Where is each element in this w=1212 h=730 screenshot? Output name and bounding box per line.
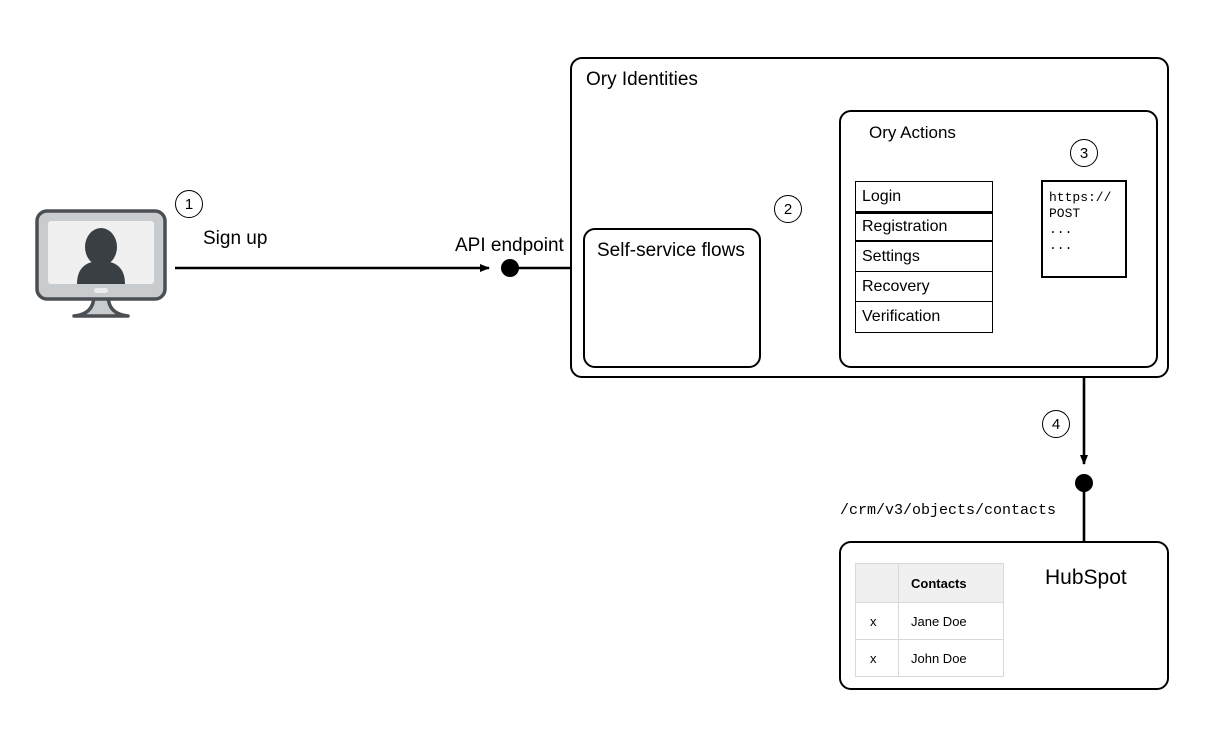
table-header-row: Contacts (855, 563, 1004, 603)
flow-item-login[interactable]: Login (856, 182, 992, 212)
ory-actions-title: Ory Actions (869, 123, 956, 142)
api-endpoint-label: API endpoint (455, 235, 564, 256)
row-marker: x (855, 639, 899, 677)
webhook-line-url: https:// (1049, 190, 1112, 205)
hubspot-endpoint-path: /crm/v3/objects/contacts (840, 502, 1057, 519)
flow-item-label: Recovery (862, 277, 930, 295)
webhook-line-body-2: ... (1049, 238, 1073, 253)
step-marker-2: 2 (774, 195, 802, 223)
column-header-select (855, 563, 899, 603)
contacts-table: Contacts x Jane Doe x John Doe (855, 563, 1004, 677)
api-endpoint-dot (501, 259, 519, 277)
contact-name: John Doe (898, 639, 1004, 677)
webhook-line-method: POST (1049, 206, 1081, 221)
row-marker: x (855, 602, 899, 640)
ory-identities-title: Ory Identities (586, 69, 698, 90)
flow-item-label: Login (862, 187, 902, 205)
flow-item-label: Verification (862, 308, 941, 325)
table-row[interactable]: x Jane Doe (855, 602, 1004, 640)
flow-item-settings[interactable]: Settings (856, 242, 992, 272)
flow-item-label: Registration (862, 218, 948, 235)
step-marker-4: 4 (1042, 410, 1070, 438)
flow-item-registration[interactable]: Registration (856, 212, 992, 242)
signup-label: Sign up (203, 228, 268, 249)
user-monitor-icon (34, 208, 168, 324)
step-marker-1: 1 (175, 190, 203, 218)
flow-item-label: Settings (862, 247, 920, 265)
webhook-request-box: https:// POST ... ... (1041, 180, 1127, 278)
webhook-line-body-1: ... (1049, 222, 1073, 237)
self-service-flows-title: Self-service flows (597, 240, 745, 261)
self-service-flows-box (583, 228, 761, 368)
table-row[interactable]: x John Doe (855, 639, 1004, 677)
column-header-contacts: Contacts (898, 563, 1004, 603)
flow-item-recovery[interactable]: Recovery (856, 272, 992, 302)
hubspot-title: HubSpot (1045, 566, 1127, 589)
flow-item-verification[interactable]: Verification (856, 302, 992, 332)
ory-actions-flow-list: Login Registration Settings Recovery Ver… (855, 181, 993, 333)
step-marker-3: 3 (1070, 139, 1098, 167)
contact-name: Jane Doe (898, 602, 1004, 640)
hubspot-endpoint-dot (1075, 474, 1093, 492)
